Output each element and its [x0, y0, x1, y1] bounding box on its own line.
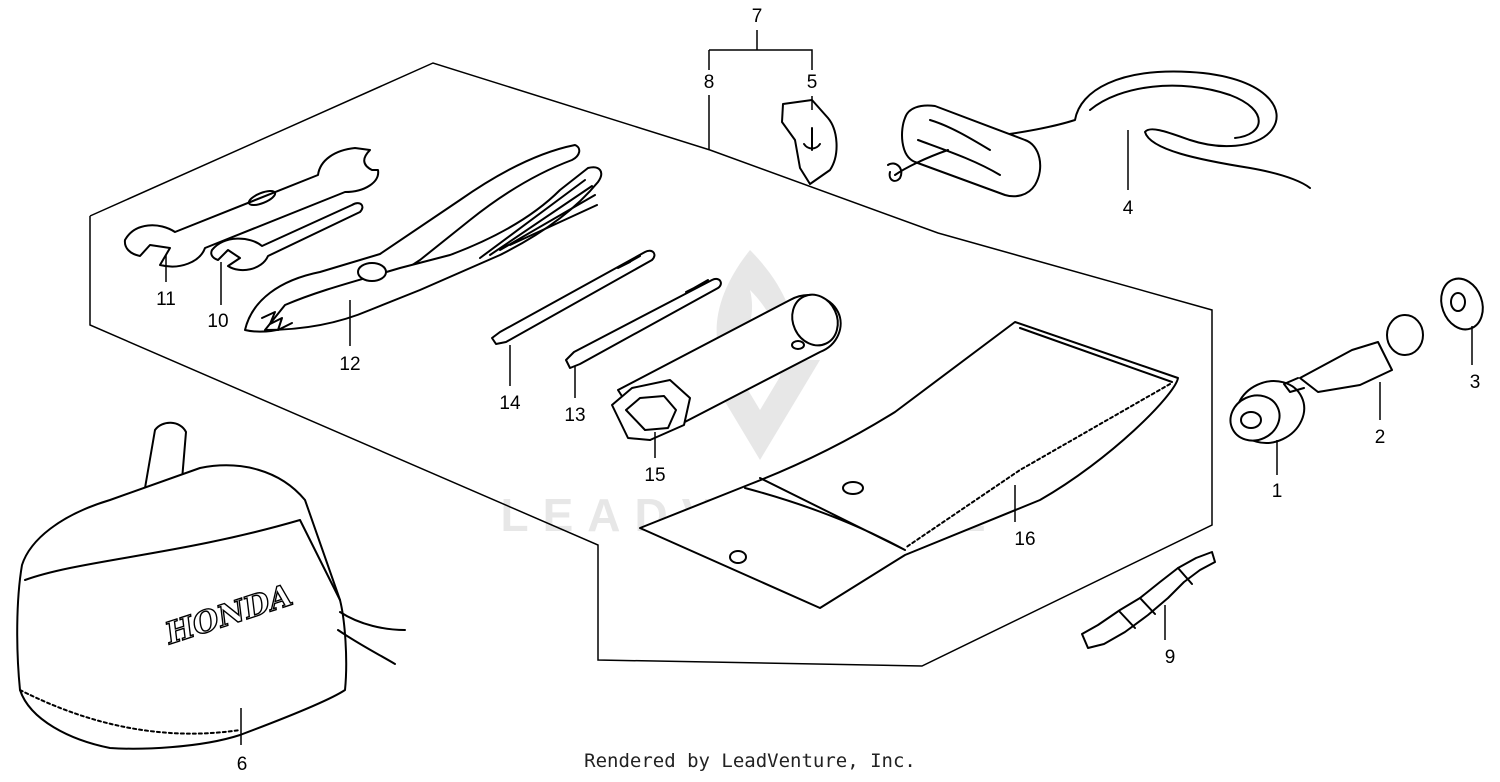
tool-bag-16[interactable]	[639, 321, 1179, 609]
shaft-2[interactable]	[1283, 314, 1424, 393]
footer-credit: Rendered by LeadVenture, Inc.	[584, 750, 916, 772]
knob-1[interactable]	[1223, 370, 1314, 454]
callout-7[interactable]: 7	[752, 6, 763, 27]
callout-5[interactable]: 5	[807, 72, 818, 93]
callout-9[interactable]: 9	[1165, 647, 1176, 668]
small-wrench-10[interactable]	[210, 202, 364, 272]
open-end-wrench-11[interactable]	[123, 147, 380, 268]
plug-wrench-15[interactable]	[611, 287, 846, 441]
callout-2[interactable]: 2	[1375, 427, 1386, 448]
spark-plug-9[interactable]	[1081, 551, 1216, 649]
callout-8[interactable]: 8	[704, 72, 715, 93]
callout-1[interactable]: 1	[1272, 481, 1283, 502]
callout-6[interactable]: 6	[237, 754, 248, 775]
callout-12[interactable]: 12	[339, 354, 360, 375]
starter-rope-4[interactable]	[887, 70, 1311, 198]
tool-kit-outline	[89, 62, 1213, 667]
callout-3[interactable]: 3	[1470, 372, 1481, 393]
callout-11[interactable]: 11	[156, 289, 176, 310]
pliers-12[interactable]	[244, 144, 603, 333]
callout-15[interactable]: 15	[644, 465, 665, 486]
callout-16[interactable]: 16	[1014, 529, 1035, 550]
clip-5[interactable]	[781, 99, 838, 185]
leader-lines	[165, 30, 1473, 745]
callout-labels: 7 8 5 4 11 10 12 14 13 15 16 1 2 3 9 6	[156, 6, 1480, 775]
engine-cover-6[interactable]: HONDA	[16, 421, 406, 750]
callout-4[interactable]: 4	[1123, 198, 1134, 219]
washer-3[interactable]	[1434, 273, 1489, 336]
callout-14[interactable]: 14	[499, 393, 521, 414]
screwdriver-phillips-13[interactable]	[565, 278, 722, 369]
callout-13[interactable]: 13	[564, 405, 585, 426]
screwdriver-flat-14[interactable]	[491, 249, 656, 345]
callout-10[interactable]: 10	[207, 311, 228, 332]
